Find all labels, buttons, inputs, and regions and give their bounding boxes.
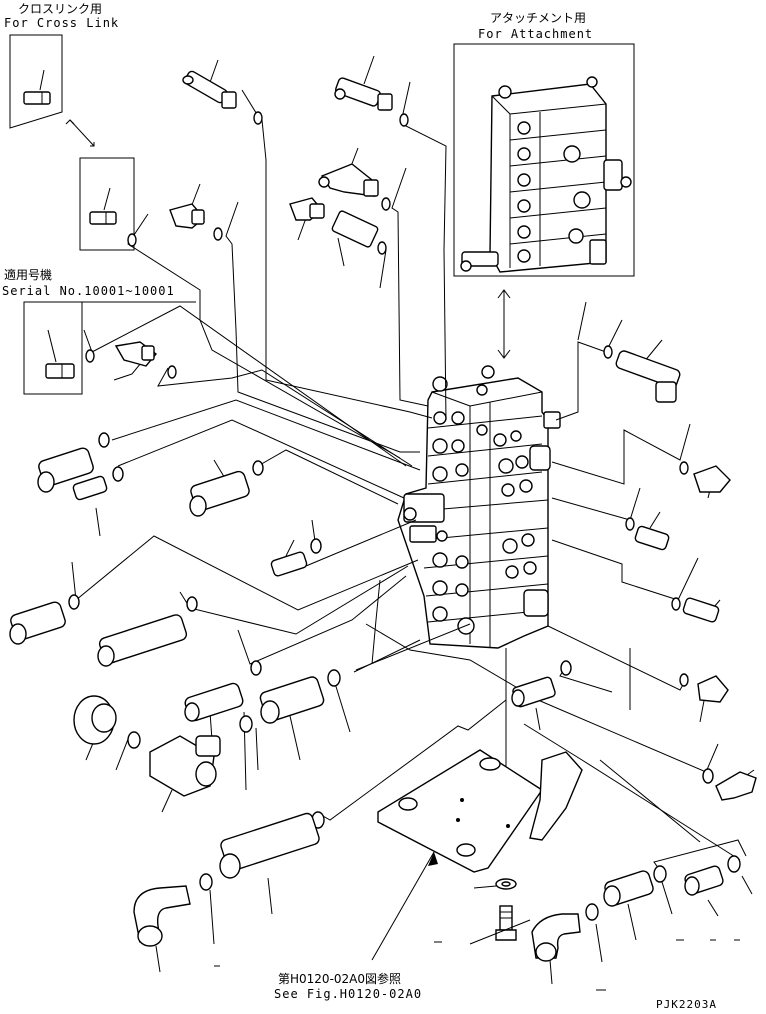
union-bottom-right-1: [603, 870, 654, 907]
elbow-fitting-a: [289, 197, 325, 221]
main-control-valve: [397, 365, 561, 832]
serial-inset: [23, 301, 196, 395]
union-left-1: [37, 447, 94, 493]
drawing-code: PJK2203A: [656, 998, 717, 1011]
cross-link-adapter-a: [23, 69, 51, 105]
bracket-bolt: [495, 905, 517, 941]
nipple-bottom-right-2: [684, 865, 724, 896]
o-rings: [68, 111, 741, 921]
long-adapter-right: [615, 350, 681, 403]
plug-cap: [73, 695, 117, 745]
union-mid-1: [189, 470, 250, 517]
serial-label-jp: 適用号機: [4, 268, 53, 282]
elbow-connector-mid: [318, 163, 379, 197]
elbow-block: [149, 735, 221, 797]
cross-link-label-en: For Cross Link: [4, 16, 120, 30]
elbow-bottom-right: [531, 913, 581, 962]
elbow-right-1: [693, 465, 731, 493]
see-fig-label-jp: 第H0120-02A0図参照: [278, 972, 402, 986]
elbow-fitting-c: [114, 341, 158, 367]
nipple-right-mid: [511, 676, 556, 708]
union-mid-4: [259, 676, 325, 724]
elbow-connector-top-left: [182, 70, 237, 109]
elbow-bottom-left: [133, 885, 191, 947]
bracket-washer: [495, 878, 517, 890]
union-mid-3: [184, 682, 244, 722]
elbow-fitting-b: [169, 203, 205, 229]
elbow-right-2: [697, 675, 729, 703]
nipple-right-2: [682, 597, 720, 623]
nipple-mid-2: [270, 551, 308, 577]
hex-nipple-mid: [331, 210, 379, 248]
attachment-label-jp: アタッチメント用: [490, 11, 587, 25]
cross-link-inset: [9, 34, 135, 251]
long-pipe-bottom: [219, 812, 320, 879]
mounting-bracket: [377, 749, 583, 873]
long-pipe-left: [97, 614, 188, 667]
elbow-right-3: [715, 771, 757, 801]
see-fig-label-en: See Fig.H0120-02A0: [274, 987, 423, 1001]
cross-link-adapter-b: [89, 187, 117, 225]
cross-link-label-jp: クロスリンク用: [18, 2, 103, 16]
attachment-valve-drawing: [460, 76, 632, 273]
serial-adapter: [45, 329, 75, 379]
serial-label-en: Serial No.10001~10001: [2, 284, 175, 298]
nipple-left-2: [72, 475, 108, 501]
elbow-connector-top-mid: [334, 77, 393, 111]
attachment-inset: [453, 43, 635, 359]
union-left-3: [9, 601, 66, 645]
nipple-right-1: [634, 525, 670, 551]
attachment-label-en: For Attachment: [478, 27, 594, 41]
